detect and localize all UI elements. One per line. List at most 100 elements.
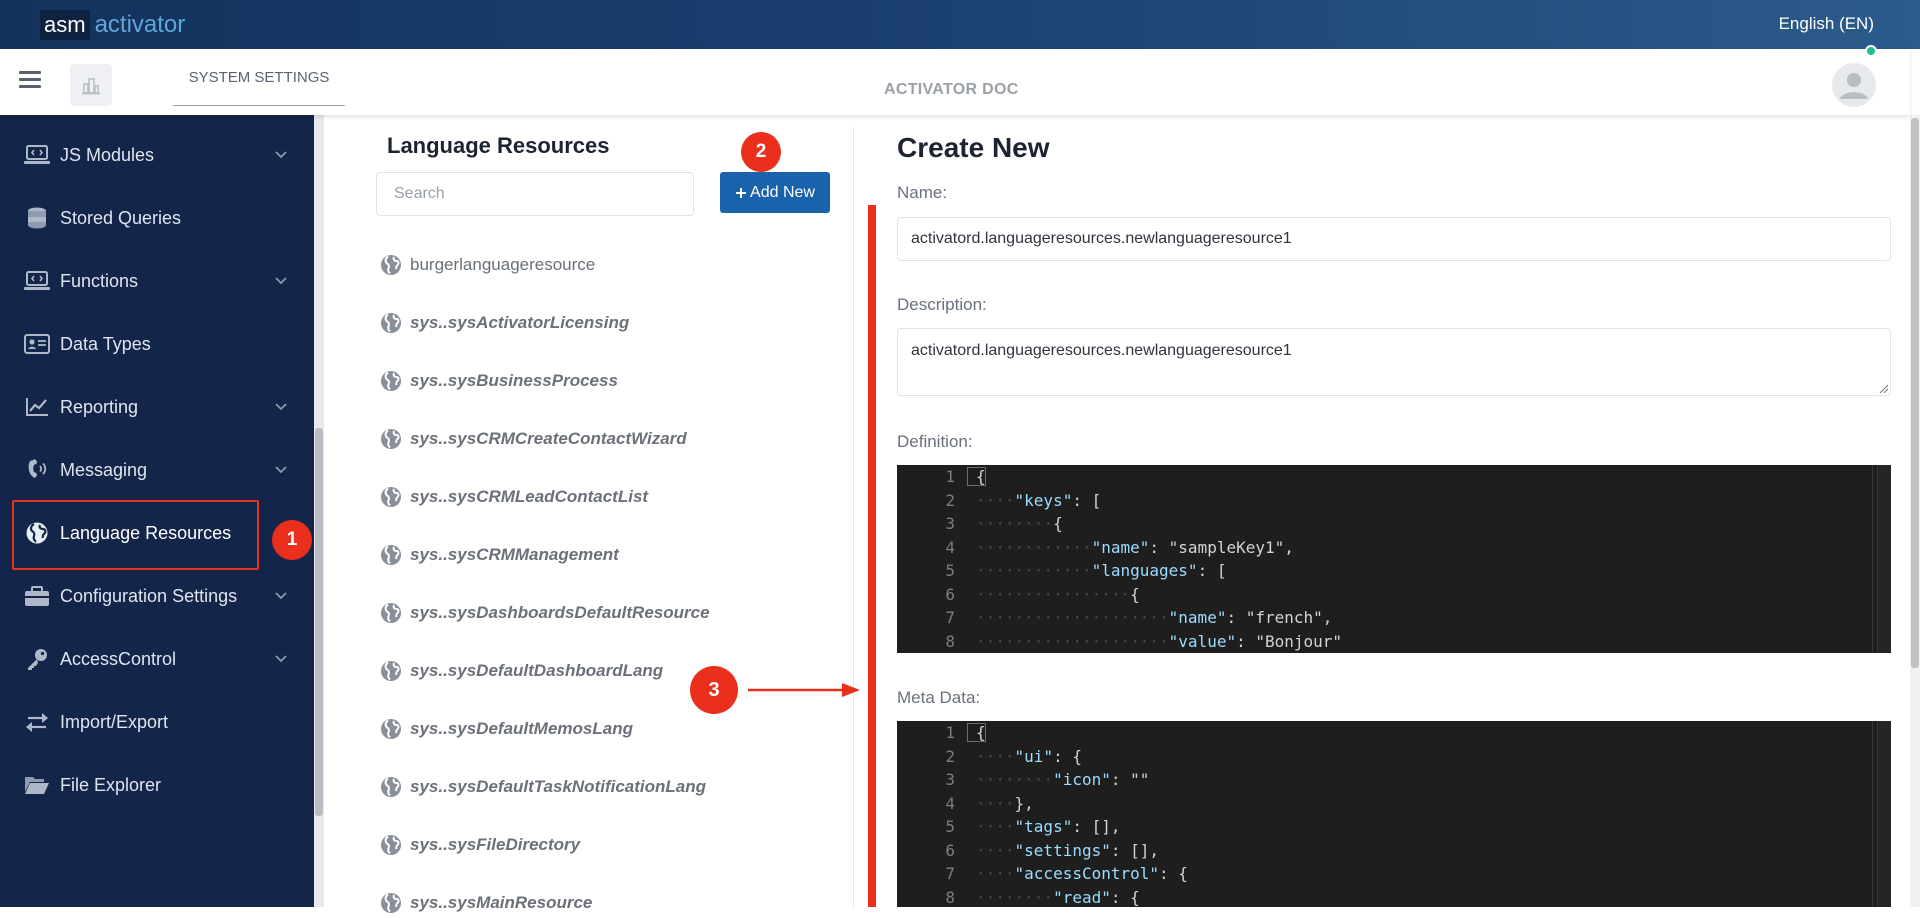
code-line[interactable]: 5············"languages": [ (897, 559, 1891, 583)
line-number: 1 (945, 467, 955, 487)
list-item-label: burgerlanguageresource (410, 255, 596, 274)
globe-icon (380, 370, 402, 392)
code-line[interactable]: 7 ····"accessControl": { (897, 862, 1891, 886)
code-line[interactable]: 1{ (897, 465, 1891, 489)
name-field[interactable]: activatord.languageresources.newlanguage… (897, 217, 1891, 261)
description-field[interactable]: activatord.languageresources.newlanguage… (897, 328, 1891, 396)
code-line[interactable]: 2····"ui": { (897, 745, 1891, 769)
metadata-label: Meta Data: (897, 688, 981, 707)
resize-handle-icon[interactable] (1878, 383, 1888, 393)
code-line[interactable]: 6················{ (897, 583, 1891, 607)
code-text: ····}, (976, 793, 1034, 813)
list-item[interactable]: sys..sysDefaultMemosLang (380, 714, 633, 744)
code-line[interactable]: 5····"tags": [], (897, 815, 1891, 839)
list-item[interactable]: sys..sysCRMLeadContactList (380, 482, 648, 512)
page-scrollbar-thumb[interactable] (1911, 118, 1919, 668)
line-chart-icon (24, 394, 50, 420)
code-line[interactable]: 3········{ (897, 512, 1891, 536)
sidebar-item-functions[interactable]: Functions (0, 256, 314, 306)
list-item-label: sys..sysBusinessProcess (410, 371, 618, 390)
sidebar (0, 115, 314, 907)
language-selector[interactable]: English (EN) (1778, 14, 1874, 33)
list-item[interactable]: sys..sysDashboardsDefaultResource (380, 598, 710, 628)
sidebar-item-label: Stored Queries (60, 207, 182, 228)
sidebar-item-data-types[interactable]: Data Types (0, 319, 314, 369)
code-line[interactable]: 1{ (897, 721, 1891, 745)
sidebar-item-accesscontrol[interactable]: AccessControl (0, 634, 314, 684)
sub-header: SYSTEM SETTINGS ACTIVATOR DOC (0, 49, 1910, 115)
search-input[interactable] (376, 172, 694, 216)
editor-scrollbar[interactable] (1877, 465, 1891, 653)
code-text: ····················"name": "french", (976, 608, 1333, 628)
menu-icon[interactable] (19, 71, 41, 89)
sidebar-item-label: Data Types (60, 333, 151, 354)
line-number: 8 (945, 887, 955, 907)
line-number: 2 (945, 490, 955, 510)
top-bar: asm activator English (EN) (0, 0, 1920, 49)
code-text: ············"languages": [ (976, 561, 1227, 581)
id-card-icon (24, 331, 50, 357)
chevron-down-icon[interactable] (274, 400, 288, 414)
sidebar-item-label: AccessControl (60, 648, 177, 669)
chevron-down-icon[interactable] (274, 274, 288, 288)
line-number: 6 (945, 584, 955, 604)
sidebar-item-stored-queries[interactable]: Stored Queries (0, 193, 314, 243)
app-logo[interactable]: asm activator (40, 10, 185, 40)
database-icon (24, 205, 50, 231)
laptop-code-icon (24, 268, 50, 294)
sidebar-item-messaging[interactable]: Messaging (0, 445, 314, 495)
code-text: { (967, 723, 986, 743)
list-item[interactable]: sys..sysBusinessProcess (380, 366, 618, 396)
code-line[interactable]: 4············"name": "sampleKey1", (897, 536, 1891, 560)
globe-icon (380, 254, 402, 276)
avatar[interactable] (1832, 63, 1876, 107)
code-text: ········"read": { (976, 887, 1140, 907)
chevron-down-icon[interactable] (274, 652, 288, 666)
code-line[interactable]: 6····"settings": [], (897, 839, 1891, 863)
sidebar-item-import-export[interactable]: Import/Export (0, 697, 314, 747)
code-line[interactable]: 4····}, (897, 792, 1891, 816)
list-item[interactable]: burgerlanguageresource (380, 250, 595, 280)
laptop-code-icon (24, 142, 50, 168)
tab-system-settings[interactable]: SYSTEM SETTINGS (173, 49, 345, 106)
editor-ruler (1872, 465, 1873, 653)
sidebar-item-reporting[interactable]: Reporting (0, 382, 314, 432)
list-item-label: sys..sysDefaultDashboardLang (410, 661, 664, 680)
definition-code-editor[interactable]: 1{2····"keys": [3········{4············"… (897, 465, 1891, 653)
list-item[interactable]: sys..sysDefaultDashboardLang (380, 656, 663, 686)
list-item[interactable]: sys..sysCRMCreateContactWizard (380, 424, 687, 454)
code-text: ····"accessControl": { (976, 864, 1188, 884)
phone-volume-icon (24, 457, 50, 483)
code-line[interactable]: 2····"keys": [ (897, 489, 1891, 513)
home-button[interactable] (70, 64, 112, 106)
add-new-button[interactable]: Add New (720, 172, 830, 213)
sidebar-item-configuration-settings[interactable]: Configuration Settings (0, 571, 314, 621)
sidebar-item-label: Reporting (60, 396, 139, 417)
code-line[interactable]: 3········"icon": "" (897, 768, 1891, 792)
list-item[interactable]: sys..sysMainResource (380, 888, 592, 918)
chevron-down-icon[interactable] (274, 148, 288, 162)
code-line[interactable]: 8····················"value": "Bonjour" (897, 630, 1891, 654)
list-item[interactable]: sys..sysFileDirectory (380, 830, 580, 860)
sidebar-item-js-modules[interactable]: JS Modules (0, 130, 314, 180)
list-item[interactable]: sys..sysCRMManagement (380, 540, 619, 570)
list-item-label: sys..sysMainResource (410, 893, 593, 912)
chevron-down-icon[interactable] (274, 589, 288, 603)
metadata-code-editor[interactable]: 1{2····"ui": {3········"icon": ""4····},… (897, 721, 1891, 907)
line-number: 7 (945, 864, 955, 884)
code-line[interactable]: 8 ········"read": { (897, 886, 1891, 908)
chevron-down-icon[interactable] (274, 463, 288, 477)
sidebar-item-language-resources[interactable]: Language Resources (0, 508, 314, 558)
line-number: 4 (945, 537, 955, 557)
list-item[interactable]: sys..sysActivatorLicensing (380, 308, 629, 338)
editor-scrollbar[interactable] (1877, 721, 1891, 907)
description-label: Description: (897, 295, 987, 314)
sidebar-item-file-explorer[interactable]: File Explorer (0, 760, 314, 810)
name-label: Name: (897, 183, 948, 202)
sidebar-scrollbar-thumb[interactable] (315, 428, 323, 816)
code-line[interactable]: 7····················"name": "french", (897, 606, 1891, 630)
toolbox-icon (24, 583, 50, 609)
list-item[interactable]: sys..sysDefaultTaskNotificationLang (380, 772, 706, 802)
globe-icon (380, 660, 402, 682)
list-item-label: sys..sysDefaultMemosLang (410, 719, 633, 738)
